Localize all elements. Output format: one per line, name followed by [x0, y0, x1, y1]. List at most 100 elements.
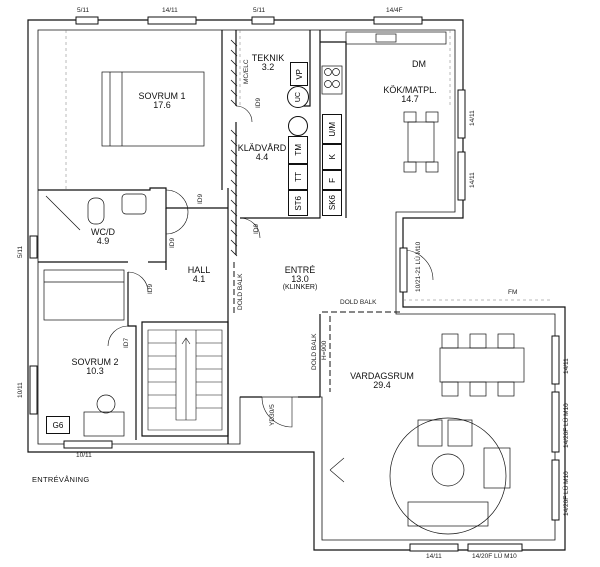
armchair-2: [447, 419, 473, 447]
window-v2: [551, 391, 560, 453]
room-name: SOVRUM 2: [71, 357, 119, 367]
window-kok1: [457, 89, 466, 139]
room-area: 4.9: [96, 236, 110, 246]
room-area: 14.7: [401, 94, 419, 104]
window-left1: [29, 235, 38, 259]
bed-sovrum2: [43, 269, 125, 321]
window-label: 10/11: [17, 382, 24, 398]
kitchen-chair-2: [425, 111, 439, 123]
door-label-yd: YD30/5: [269, 404, 276, 426]
door-swing-sov2: [107, 325, 129, 347]
outer-wall-inner: [37, 29, 556, 541]
room-area: 4.4: [255, 152, 269, 162]
door-swing-sov1: [165, 189, 189, 213]
sofa-bottom: [407, 501, 489, 527]
room-name: ENTRÉ: [284, 265, 316, 275]
room-area: 29.4: [373, 380, 391, 390]
dining-table-vard: [439, 347, 525, 383]
room-name: KÖK/MATPL.: [383, 85, 437, 95]
fixture-label: U/M: [327, 121, 337, 137]
sofa-right: [483, 447, 511, 489]
stove-ring-1: [324, 68, 332, 76]
wall-hall-sov2: [127, 272, 137, 440]
window-label: 5/11: [253, 7, 266, 14]
stove-ring-2: [332, 68, 340, 76]
window-label: 14/11: [426, 553, 442, 560]
sink: [121, 193, 147, 215]
bed-cover: [109, 72, 123, 146]
kitchen-chair-3: [403, 161, 417, 173]
door-swing-yd: [261, 396, 293, 428]
window-bottom-v1: [409, 543, 459, 552]
room-name: KLÄDVÅRD: [237, 143, 287, 153]
window-top2: [147, 16, 197, 25]
window-v3: [551, 459, 560, 521]
room-name: TEKNIK: [251, 53, 285, 63]
door-swing-hall: [127, 271, 149, 293]
bed-sovrum1: [101, 71, 205, 147]
beam-label: DOLD BALK: [311, 333, 318, 371]
glass-door: [399, 247, 408, 293]
door-label-id9: ID9: [197, 193, 204, 204]
room-note: (KLINKER): [282, 284, 318, 291]
fixture-tt: TT: [288, 164, 308, 190]
room-area: 13.0: [291, 274, 309, 284]
dining-chair-6: [497, 381, 515, 397]
desk-sovrum2: [83, 411, 125, 437]
window-top1: [75, 16, 99, 25]
window-label: 5/11: [17, 245, 24, 258]
fixture-vp: VP: [290, 62, 308, 86]
window-bottom-v2: [467, 543, 523, 552]
window-label: 14/11: [469, 172, 476, 188]
kitchen-table: [407, 121, 435, 163]
door-label-id9: ID9: [169, 237, 176, 248]
window-label: 14/11: [563, 358, 570, 374]
fixture-tm: TM: [288, 136, 308, 164]
plan-title: ENTRÉVÅNING: [32, 475, 90, 484]
window-label: 14/11: [469, 110, 476, 126]
room-name: SOVRUM 1: [138, 91, 186, 101]
fixture-f: F: [322, 170, 342, 190]
kitchen-sink: [375, 33, 397, 43]
room-name: VARDAGSRUM: [350, 371, 414, 381]
fixture-k: K: [322, 144, 342, 170]
fixture-st6: ST6: [288, 190, 308, 216]
window-v1: [551, 335, 560, 385]
fixture-um: U/M: [322, 114, 342, 144]
window-bottom1: [63, 440, 113, 449]
fixture-label: F: [327, 177, 337, 183]
fixture-label: VP: [294, 68, 304, 80]
door-swing-glass: [402, 249, 434, 281]
fixture-label: ST6: [293, 195, 303, 211]
room-area: 10.3: [86, 366, 104, 376]
dining-chair-3: [497, 333, 515, 349]
stair-steps: [148, 342, 222, 409]
window-left2: [29, 365, 38, 415]
stair-arrow: [181, 337, 191, 420]
dining-chair-2: [469, 333, 487, 349]
coffee-table: [431, 453, 465, 487]
room-kok: KÖK/MATPL.14.7: [383, 86, 436, 104]
room-name: HALL: [187, 265, 211, 275]
wall-wc-bottom: [38, 261, 167, 270]
wall-kladvard-bottom: [240, 30, 321, 219]
window-label: 14/20F LÚ M10: [563, 403, 570, 448]
door-swing-tek: [235, 105, 253, 123]
kitchen-chair-4: [425, 161, 439, 173]
window-top3: [251, 16, 275, 25]
window-kok2: [457, 151, 466, 201]
fixture-label: G6: [52, 420, 64, 430]
door-label-id9: ID9: [147, 283, 154, 294]
room-area: 4.1: [192, 274, 206, 284]
dining-chair-5: [469, 381, 487, 397]
stairs: [147, 329, 223, 431]
room-area: 17.6: [153, 100, 171, 110]
room-name: WC/D: [91, 227, 115, 237]
beam-label: DOLD BALK: [237, 273, 244, 311]
window-label-fm: FM: [508, 289, 518, 296]
